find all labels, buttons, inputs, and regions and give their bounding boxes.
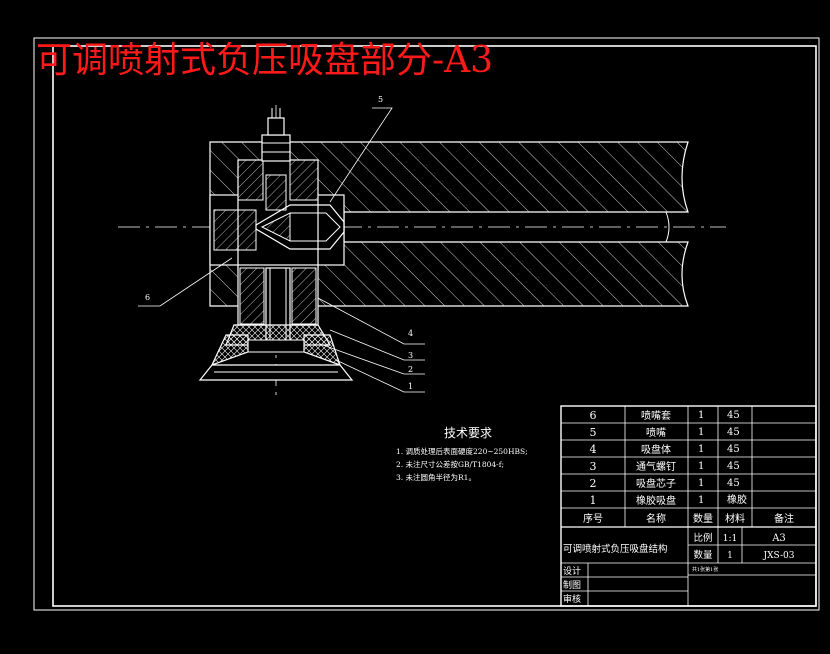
bom-row-name: 喷嘴套 [641,409,671,422]
bom-row-qty: 1 [698,461,704,472]
drawing-name: 可调喷射式负压吸盘结构 [563,543,668,555]
outer-border [33,37,820,611]
bom-row-no: 6 [590,409,597,422]
suction-cup [198,264,354,381]
bom-row-mat: 橡胶 [727,493,747,506]
callout-2: 2 [408,365,413,374]
bom-row-name: 通气螺钉 [636,460,676,473]
bom-header-name: 名称 [646,512,666,525]
bom-row-no: 5 [590,426,597,439]
bom-row-qty: 1 [698,444,704,455]
bom-row-qty: 1 [698,478,704,489]
bom-row-qty: 1 [698,410,704,421]
bom-row-mat: 45 [727,478,740,489]
callout-6: 6 [145,293,150,302]
bom-table [560,405,817,607]
bom-row-qty: 1 [698,427,704,438]
qty-value: 1 [727,551,733,561]
scale-label: 比例 [693,532,712,544]
callout-1: 1 [408,382,413,391]
leader-lines [138,107,425,393]
bom-row-name: 吸盘体 [641,443,671,456]
tech-heading: 技术要求 [444,426,492,440]
bom-header-note: 备注 [774,512,794,525]
tech-line-1: 1. 调质处理后表面硬度220~250HBS; [396,446,528,456]
bom-row-mat: 45 [727,444,740,455]
title-block: 可调喷射式负压吸盘结构 比例 1:1 A3 数量 1 JXS-03 共1张第1张… [563,532,795,605]
bom-row-mat: 45 [727,410,740,421]
callout-5: 5 [378,95,383,104]
tech-line-3: 3. 未注圆角半径为R1。 [396,472,476,482]
bom-row-no: 2 [590,477,597,490]
drawing-code: JXS-03 [762,551,794,561]
bom-row-qty: 1 [698,495,704,506]
tech-line-2: 2. 未注尺寸公差按GB/T1804-f; [396,459,504,469]
reviewer-label: 审核 [563,593,581,605]
sheet-count: 共1张第1张 [692,566,718,573]
nozzle-assembly [209,108,345,271]
bom-row-no: 3 [590,460,597,473]
technical-requirements: 技术要求 1. 调质处理后表面硬度220~250HBS; 2. 未注尺寸公差按G… [396,426,528,482]
bom-header-no: 序号 [583,512,603,525]
scale-value: 1:1 [723,534,737,544]
bom-header-mat: 材料 [725,512,745,525]
callout-3: 3 [408,351,413,360]
bom-row-name: 喷嘴 [646,427,666,439]
drawing-title: 可调喷射式负压吸盘部分-A3 [36,40,493,81]
designer-label: 设计 [563,565,581,577]
bom-row-name: 橡胶吸盘 [636,494,676,507]
bom-header-qty: 数量 [693,512,713,525]
bom-row-no: 1 [590,494,597,507]
bom-row-name: 吸盘芯子 [636,477,676,490]
bom-row-mat: 45 [727,427,740,438]
bom-rows: 6 喷嘴套 1 45 5 喷嘴 1 45 4 吸盘体 1 45 3 通气螺钉 1… [583,409,794,525]
sheet-size: A3 [771,533,786,544]
bom-row-mat: 45 [727,461,740,472]
inner-border [52,45,817,607]
bom-row-no: 4 [590,443,597,456]
draftsman-label: 制图 [563,579,581,591]
callout-4: 4 [408,329,413,338]
qty-label: 数量 [693,549,713,561]
